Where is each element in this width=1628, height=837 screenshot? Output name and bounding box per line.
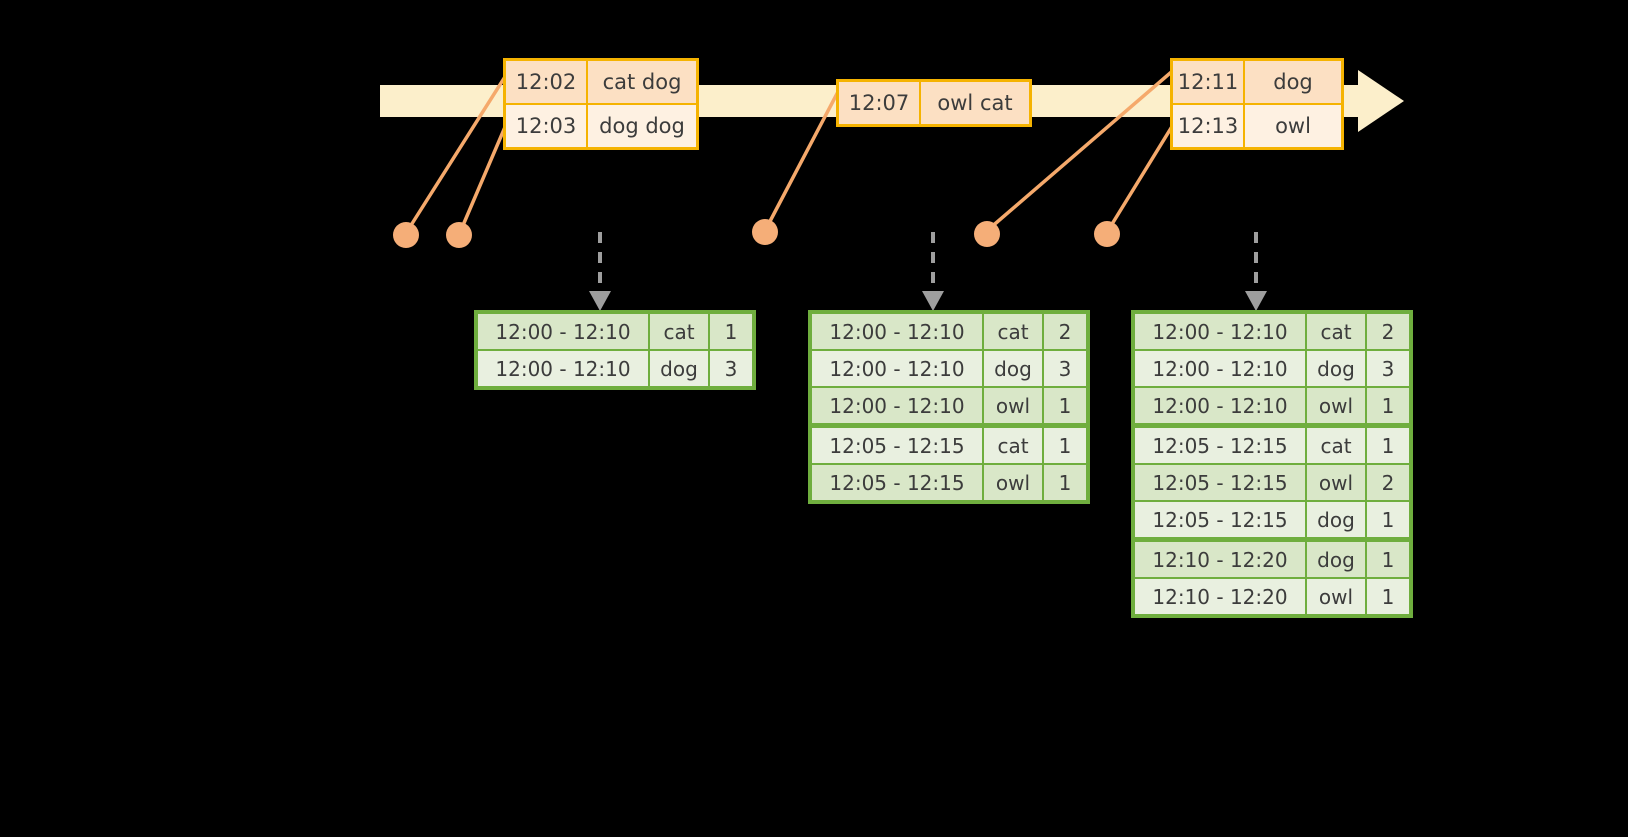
cell-window: 12:05 - 12:15 xyxy=(812,465,982,500)
emit-marker-3 xyxy=(752,219,778,245)
cell-window: 12:00 - 12:10 xyxy=(478,351,648,386)
cell-count: 1 xyxy=(1367,542,1409,577)
cell-word: dog xyxy=(1307,351,1365,386)
connector-line-3 xyxy=(765,86,842,229)
cell-count: 1 xyxy=(1367,579,1409,614)
cell-count: 2 xyxy=(1044,314,1086,349)
cell-count: 2 xyxy=(1367,465,1409,500)
cell-window: 12:10 - 12:20 xyxy=(1135,542,1305,577)
cell-count: 3 xyxy=(710,351,752,386)
cell-window: 12:00 - 12:10 xyxy=(812,314,982,349)
emit-marker-5 xyxy=(1094,221,1120,247)
cell-word: cat xyxy=(984,428,1042,463)
event-row: 12:02 cat dog xyxy=(506,61,696,103)
emit-marker-2 xyxy=(446,222,472,248)
event-time: 12:11 xyxy=(1173,61,1245,103)
cell-count: 1 xyxy=(1044,465,1086,500)
event-time: 12:02 xyxy=(506,61,588,103)
cell-window: 12:00 - 12:10 xyxy=(812,388,982,423)
emit-marker-4 xyxy=(974,221,1000,247)
event-group-1[interactable]: 12:02 cat dog 12:03 dog dog xyxy=(503,58,699,150)
emit-markers xyxy=(393,219,1120,248)
cell-word: owl xyxy=(1307,465,1365,500)
event-words: owl xyxy=(1245,105,1341,147)
event-group-3[interactable]: 12:11 dog 12:13 owl xyxy=(1170,58,1344,150)
event-words: dog xyxy=(1245,61,1341,103)
connector-line-2 xyxy=(459,118,510,232)
cell-word: owl xyxy=(984,388,1042,423)
cell-window: 12:05 - 12:15 xyxy=(1135,502,1305,537)
cell-word: cat xyxy=(1307,428,1365,463)
window-group-separator xyxy=(1134,538,1410,541)
event-row: 12:11 dog xyxy=(1173,61,1341,103)
result-arrow-1 xyxy=(589,232,611,311)
event-words: dog dog xyxy=(588,105,696,147)
cell-window: 12:05 - 12:15 xyxy=(812,428,982,463)
window-group-separator xyxy=(811,424,1087,427)
connector-line-1 xyxy=(406,70,510,232)
event-row: 12:03 dog dog xyxy=(506,103,696,147)
cell-word: cat xyxy=(984,314,1042,349)
cell-count: 2 xyxy=(1367,314,1409,349)
cell-window: 12:00 - 12:10 xyxy=(478,314,648,349)
emit-marker-1 xyxy=(393,222,419,248)
cell-word: dog xyxy=(984,351,1042,386)
cell-count: 3 xyxy=(1044,351,1086,386)
result-arrow-2 xyxy=(922,232,944,311)
result-arrows xyxy=(589,232,1267,311)
cell-word: owl xyxy=(1307,388,1365,423)
cell-word: owl xyxy=(984,465,1042,500)
event-words: cat dog xyxy=(588,61,696,103)
cell-count: 1 xyxy=(1044,428,1086,463)
cell-window: 12:00 - 12:10 xyxy=(1135,388,1305,423)
cell-word: cat xyxy=(1307,314,1365,349)
event-group-2[interactable]: 12:07 owl cat xyxy=(836,79,1032,127)
event-words: owl cat xyxy=(921,82,1029,124)
cell-count: 1 xyxy=(1044,388,1086,423)
window-group-separator xyxy=(1134,424,1410,427)
event-row: 12:13 owl xyxy=(1173,103,1341,147)
cell-count: 1 xyxy=(1367,428,1409,463)
cell-word: dog xyxy=(1307,542,1365,577)
cell-word: owl xyxy=(1307,579,1365,614)
event-row: 12:07 owl cat xyxy=(839,82,1029,124)
cell-window: 12:00 - 12:10 xyxy=(1135,351,1305,386)
cell-window: 12:05 - 12:15 xyxy=(1135,465,1305,500)
cell-window: 12:10 - 12:20 xyxy=(1135,579,1305,614)
event-time: 12:13 xyxy=(1173,105,1245,147)
cell-word: dog xyxy=(1307,502,1365,537)
cell-count: 1 xyxy=(1367,388,1409,423)
cell-word: cat xyxy=(650,314,708,349)
cell-count: 3 xyxy=(1367,351,1409,386)
result-arrow-3 xyxy=(1245,232,1267,311)
cell-word: dog xyxy=(650,351,708,386)
event-time: 12:07 xyxy=(839,82,921,124)
cell-count: 1 xyxy=(710,314,752,349)
cell-window: 12:00 - 12:10 xyxy=(812,351,982,386)
event-time: 12:03 xyxy=(506,105,588,147)
cell-window: 12:00 - 12:10 xyxy=(1135,314,1305,349)
connector-line-5 xyxy=(1107,118,1178,231)
cell-window: 12:05 - 12:15 xyxy=(1135,428,1305,463)
cell-count: 1 xyxy=(1367,502,1409,537)
